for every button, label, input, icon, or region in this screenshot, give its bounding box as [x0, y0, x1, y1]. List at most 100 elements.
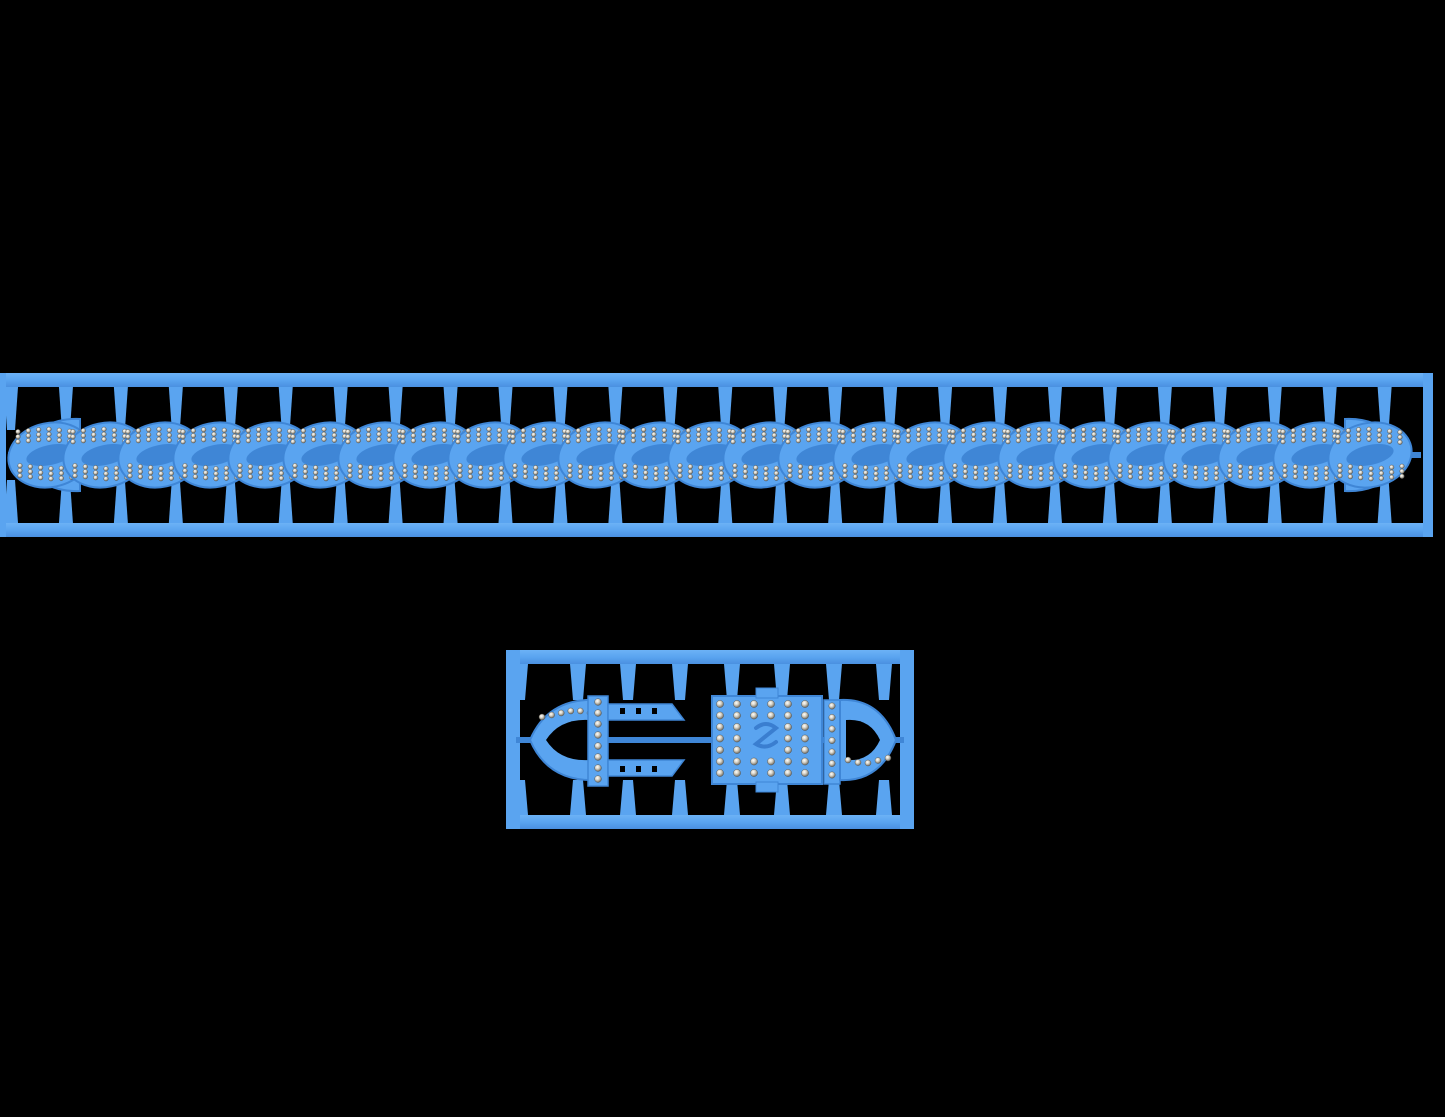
- stone: [1337, 468, 1343, 474]
- stone: [687, 469, 693, 475]
- stone: [1323, 475, 1329, 481]
- stone: [410, 433, 416, 439]
- stone: [551, 427, 557, 433]
- stone: [522, 464, 528, 470]
- stone: [25, 428, 31, 434]
- stone: [708, 466, 714, 472]
- stone: [543, 476, 549, 482]
- sprue-top: [1377, 387, 1392, 430]
- stone: [828, 748, 836, 756]
- stone: [983, 476, 989, 482]
- stone: [388, 470, 394, 476]
- stone: [268, 476, 274, 482]
- stone: [733, 757, 741, 766]
- stone: [1358, 465, 1364, 471]
- stone: [531, 427, 537, 433]
- stone: [1366, 431, 1372, 437]
- stone: [423, 470, 429, 476]
- stone: [936, 427, 942, 433]
- stone: [761, 426, 767, 432]
- stone: [763, 476, 769, 482]
- stone: [553, 475, 559, 481]
- stone: [661, 427, 667, 433]
- stone: [706, 431, 712, 437]
- stone: [1127, 469, 1133, 475]
- stone: [881, 427, 887, 433]
- stone: [531, 437, 537, 443]
- prong-notch: [652, 708, 657, 714]
- stone: [1125, 428, 1131, 434]
- stone: [567, 707, 574, 715]
- stone: [1237, 469, 1243, 475]
- stone: [1290, 438, 1296, 444]
- stone: [201, 427, 207, 433]
- stone: [971, 432, 977, 438]
- stone: [276, 437, 282, 443]
- stone: [1007, 468, 1013, 474]
- stone: [302, 474, 308, 480]
- link-hole: [246, 444, 294, 466]
- stone: [594, 709, 602, 717]
- stone: [300, 438, 306, 444]
- stone: [761, 431, 767, 437]
- stone: [1005, 429, 1011, 435]
- stone: [553, 470, 559, 476]
- stone: [386, 427, 392, 433]
- stone: [594, 775, 602, 783]
- stone: [376, 436, 382, 442]
- stone: [323, 471, 329, 477]
- stone: [496, 432, 502, 438]
- stone: [716, 437, 722, 443]
- stone: [897, 463, 903, 469]
- stone: [883, 475, 889, 481]
- stone: [166, 427, 172, 433]
- stone: [818, 476, 824, 482]
- stone: [410, 428, 416, 434]
- stone: [1268, 465, 1274, 471]
- stone: [1156, 432, 1162, 438]
- stone: [608, 465, 614, 471]
- frame-top-bar: [0, 373, 1433, 387]
- stone: [575, 428, 581, 434]
- stone: [36, 437, 42, 443]
- stone: [182, 473, 188, 479]
- sprue-bottom: [113, 480, 128, 523]
- stone: [93, 475, 99, 481]
- stone: [687, 464, 693, 470]
- stone: [113, 470, 119, 476]
- stone: [808, 475, 814, 481]
- link-hole: [851, 444, 899, 466]
- sprue-bottom: [718, 480, 733, 523]
- sprue-top: [773, 387, 788, 430]
- stone: [247, 464, 253, 470]
- stone: [512, 473, 518, 479]
- stone: [785, 439, 791, 445]
- stone: [785, 434, 791, 440]
- sprue-bottom: [773, 480, 788, 523]
- sprue-bottom: [828, 480, 843, 523]
- link-hole: [411, 444, 459, 466]
- stone: [801, 769, 809, 777]
- stone: [1225, 429, 1231, 435]
- stone: [1127, 474, 1133, 480]
- stone: [386, 432, 392, 438]
- stone: [716, 757, 724, 766]
- stone: [82, 474, 88, 480]
- stone: [290, 434, 296, 440]
- stone: [400, 429, 406, 435]
- stone: [960, 433, 966, 439]
- stone: [1081, 432, 1087, 438]
- sprue-bottom: [223, 480, 238, 523]
- stone: [1335, 429, 1341, 435]
- stone: [203, 465, 209, 471]
- stone: [486, 436, 492, 442]
- stone: [431, 436, 437, 442]
- stone: [567, 463, 573, 469]
- sprue-top: [553, 387, 568, 430]
- stone: [433, 466, 439, 472]
- stone: [333, 475, 339, 481]
- stone: [1180, 433, 1186, 439]
- stone: [80, 438, 86, 444]
- clasp-prong-bottom: [607, 759, 686, 777]
- stone: [567, 473, 573, 479]
